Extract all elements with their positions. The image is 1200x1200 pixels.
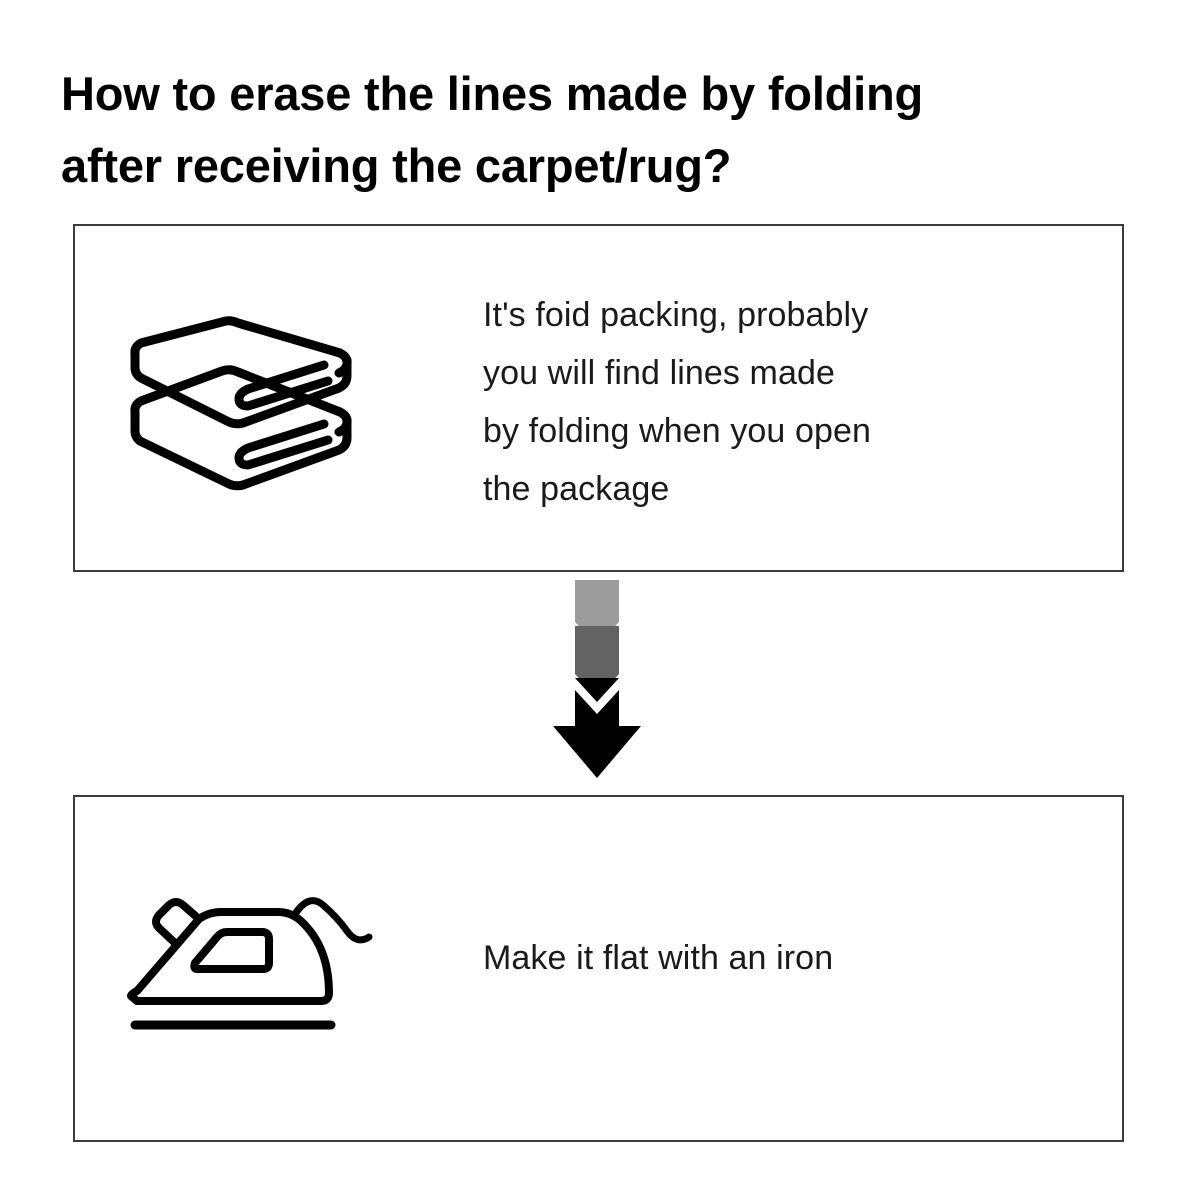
folded-towels-icon — [125, 316, 365, 491]
step-box-2: Make it flat with an iron — [73, 795, 1124, 1142]
page-title: How to erase the lines made by folding a… — [61, 67, 924, 192]
step-2-text: Make it flat with an iron — [483, 939, 834, 977]
downward-flow-arrow — [551, 578, 643, 780]
clothes-iron-icon — [123, 887, 403, 1037]
step-1-text: It's foid packing, probably you will fin… — [483, 296, 872, 508]
arrow-notch-dark-icon — [575, 678, 619, 714]
step-box-1: It's foid packing, probably you will fin… — [73, 224, 1124, 572]
